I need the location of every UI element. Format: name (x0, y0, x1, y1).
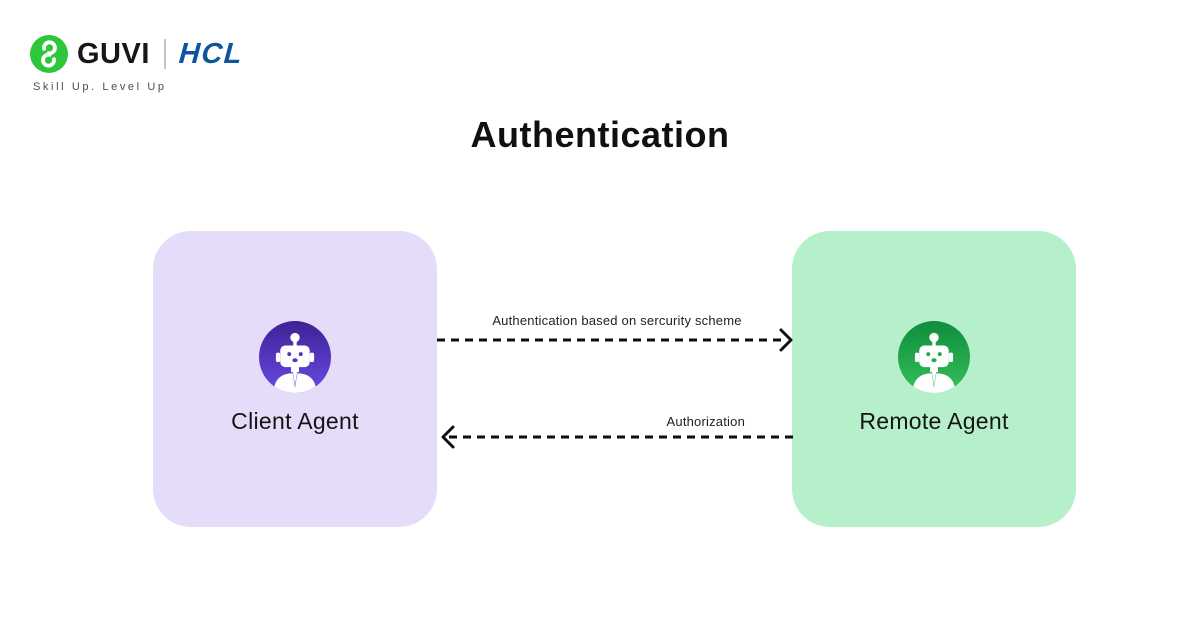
brand-tagline: Skill Up. Level Up (33, 81, 167, 93)
arrowhead-left-icon (441, 425, 455, 449)
client-robot-icon (259, 321, 331, 393)
remote-agent-card: Remote Agent (792, 231, 1076, 527)
auth-arrow-label: Authentication based on sercurity scheme (492, 313, 742, 328)
brand-row: GUVI HCL (30, 34, 244, 74)
authorization-arrow-label: Authorization (666, 414, 745, 429)
client-agent-card: Client Agent (153, 231, 437, 527)
auth-request-arrow (437, 328, 793, 352)
remote-robot-icon (898, 321, 970, 393)
client-agent-label: Client Agent (231, 408, 359, 434)
brand-header: GUVI HCL Skill Up. Level Up (30, 34, 244, 93)
arrowhead-right-icon (779, 328, 793, 352)
guvi-logo-icon (30, 35, 68, 73)
page-title: Authentication (470, 114, 730, 155)
authorization-arrow (441, 425, 797, 449)
guvi-wordmark: GUVI (77, 37, 150, 70)
remote-agent-label: Remote Agent (859, 408, 1009, 434)
brand-separator (163, 39, 166, 69)
